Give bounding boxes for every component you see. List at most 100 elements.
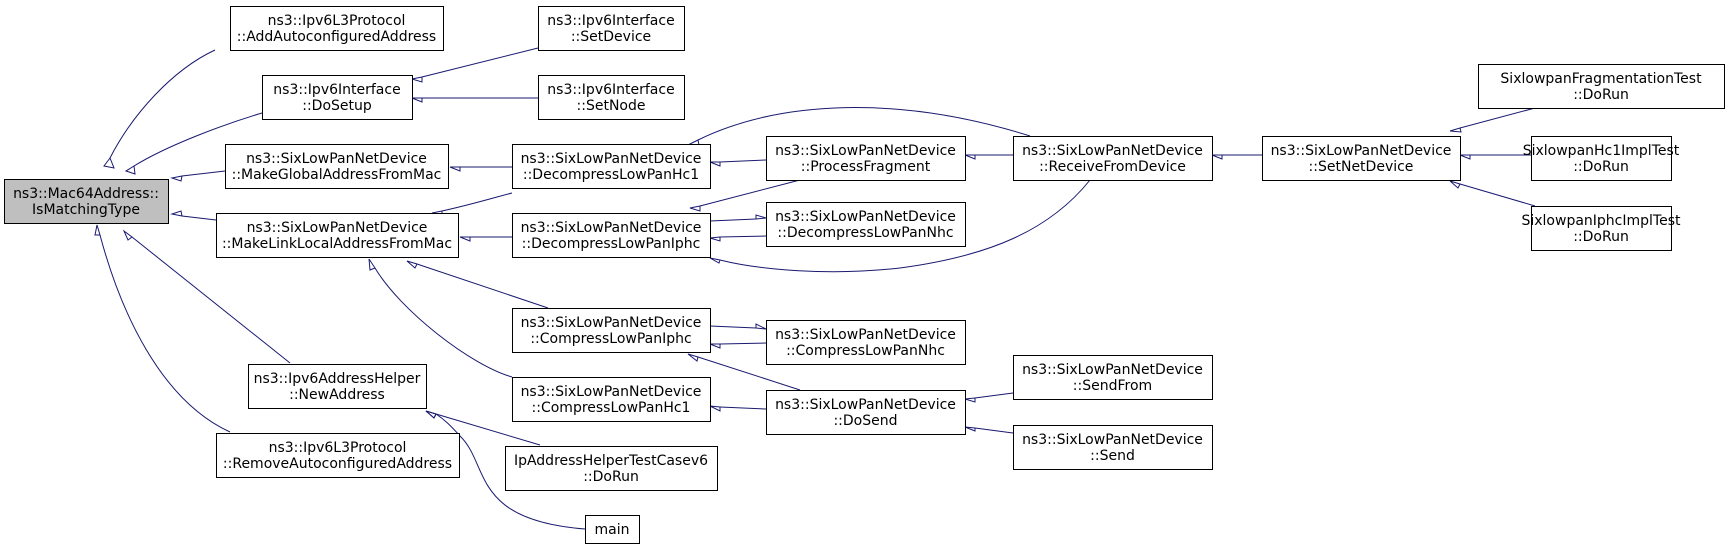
node-label-line: ::DoRun — [1573, 229, 1629, 245]
edge-line — [109, 49, 216, 159]
edge-arrowhead — [709, 161, 721, 167]
call-edge — [170, 210, 217, 221]
node-label-line: ns3::Mac64Address:: — [13, 186, 159, 202]
edge-line — [1459, 183, 1536, 207]
node-compnhc[interactable]: ns3::SixLowPanNetDevice::CompressLowPanN… — [766, 320, 966, 365]
node-label-line: ns3::SixLowPanNetDevice — [521, 384, 702, 400]
edge-arrowhead — [1211, 154, 1223, 160]
node-label-line: ns3::Ipv6L3Protocol — [269, 440, 407, 456]
node-root[interactable]: ns3::Mac64Address::IsMatchingType — [4, 179, 169, 224]
call-edge — [709, 159, 767, 167]
edge-line — [699, 179, 801, 207]
call-edge — [689, 179, 801, 212]
edge-arrowhead — [449, 166, 461, 172]
call-edge — [170, 170, 226, 182]
node-box — [1531, 136, 1672, 181]
node-label-line: SixlowpanHc1ImplTest — [1523, 143, 1680, 159]
node-label-line: ::DecompressLowPanHc1 — [523, 167, 699, 183]
edge-arrowhead — [103, 156, 115, 169]
node-setdevice[interactable]: ns3::Ipv6Interface::SetDevice — [538, 6, 685, 51]
node-setnetdev[interactable]: ns3::SixLowPanNetDevice::SetNetDevice — [1262, 136, 1461, 181]
node-box — [766, 390, 966, 435]
edge-line — [435, 413, 541, 446]
node-label-line: ns3::SixLowPanNetDevice — [775, 327, 956, 343]
node-label-line: ns3::SixLowPanNetDevice — [1022, 362, 1203, 378]
node-hc1test[interactable]: SixlowpanHc1ImplTest::DoRun — [1523, 136, 1680, 181]
node-label-line: ::DecompressLowPanNhc — [777, 225, 953, 241]
node-label-line: ns3::SixLowPanNetDevice — [246, 151, 427, 167]
node-compiphc[interactable]: ns3::SixLowPanNetDevice::CompressLowPanI… — [512, 308, 711, 353]
edge-arrowhead — [170, 210, 183, 217]
node-procfrag[interactable]: ns3::SixLowPanNetDevice::ProcessFragment — [766, 136, 966, 181]
node-label-line: ns3::SixLowPanNetDevice — [1022, 143, 1203, 159]
node-label-line: ::DecompressLowPanIphc — [522, 236, 701, 252]
node-box — [248, 364, 427, 409]
node-newaddress[interactable]: ns3::Ipv6AddressHelper::NewAddress — [248, 364, 427, 409]
node-label-line: main — [595, 522, 630, 538]
node-decnhc[interactable]: ns3::SixLowPanNetDevice::DecompressLowPa… — [766, 202, 966, 247]
edge-arrowhead — [755, 323, 767, 330]
node-deciphc[interactable]: ns3::SixLowPanNetDevice::DecompressLowPa… — [512, 213, 711, 258]
call-edge — [709, 235, 767, 242]
edge-arrowhead — [1459, 154, 1471, 160]
call-edge — [411, 47, 539, 83]
node-comphc1[interactable]: ns3::SixLowPanNetDevice::CompressLowPanH… — [512, 377, 711, 422]
edge-arrowhead — [964, 397, 976, 403]
node-box — [262, 75, 413, 120]
node-label-line: SixlowpanIphcImplTest — [1521, 213, 1681, 229]
call-edge — [1449, 180, 1536, 207]
edge-line — [441, 192, 513, 212]
node-iphelpertest[interactable]: IpAddressHelperTestCasev6::DoRun — [505, 446, 718, 491]
node-box — [512, 308, 711, 353]
node-label-line: ns3::Ipv6Interface — [547, 82, 674, 98]
edge-line — [709, 325, 757, 329]
node-recvdev[interactable]: ns3::SixLowPanNetDevice::ReceiveFromDevi… — [1013, 136, 1213, 181]
node-iphctest[interactable]: SixlowpanIphcImplTest::DoRun — [1521, 206, 1681, 251]
call-nodes: ns3::Mac64Address::IsMatchingTypens3::Ip… — [4, 6, 1725, 544]
node-box — [766, 320, 966, 365]
call-edge — [964, 426, 1014, 434]
node-setnode[interactable]: ns3::Ipv6Interface::SetNode — [538, 75, 685, 120]
node-label-line: ::NewAddress — [289, 387, 385, 403]
node-send[interactable]: ns3::SixLowPanNetDevice::Send — [1013, 425, 1213, 470]
edge-line — [719, 235, 767, 238]
node-dechc1[interactable]: ns3::SixLowPanNetDevice::DecompressLowPa… — [512, 144, 711, 189]
node-box — [538, 75, 685, 120]
edge-line — [709, 218, 757, 222]
node-fragtest[interactable]: SixlowpanFragmentationTest::DoRun — [1478, 64, 1725, 109]
edge-arrowhead — [406, 260, 418, 269]
edge-line — [719, 179, 1091, 273]
node-label-line: ns3::SixLowPanNetDevice — [1271, 143, 1452, 159]
node-dosetup[interactable]: ns3::Ipv6Interface::DoSetup — [262, 75, 413, 120]
edge-line — [133, 112, 263, 167]
node-label-line: ::MakeGlobalAddressFromMac — [232, 167, 442, 183]
edge-arrowhead — [1449, 180, 1461, 189]
node-label-line: ns3::SixLowPanNetDevice — [775, 209, 956, 225]
node-box — [216, 213, 459, 258]
call-edge — [1211, 154, 1262, 160]
node-addauto[interactable]: ns3::Ipv6L3Protocol::AddAutoconfiguredAd… — [230, 6, 444, 51]
node-label-line: ::CompressLowPanHc1 — [532, 400, 691, 416]
node-sendfrom[interactable]: ns3::SixLowPanNetDevice::SendFrom — [1013, 355, 1213, 400]
call-edge — [687, 353, 801, 391]
node-box — [1262, 136, 1461, 181]
call-edge — [964, 392, 1014, 403]
call-edge — [1449, 107, 1536, 133]
edge-line — [131, 236, 291, 364]
edge-arrowhead — [94, 224, 101, 236]
node-box — [1013, 136, 1213, 181]
node-main[interactable]: main — [585, 515, 640, 544]
node-dosend[interactable]: ns3::SixLowPanNetDevice::DoSend — [766, 390, 966, 435]
node-box — [1013, 355, 1213, 400]
call-edge — [122, 229, 291, 364]
node-box — [766, 202, 966, 247]
call-edge — [94, 224, 231, 433]
node-makelinklocal[interactable]: ns3::SixLowPanNetDevice::MakeLinkLocalAd… — [216, 213, 459, 258]
edge-arrowhead — [709, 343, 721, 349]
call-edge — [964, 154, 1013, 160]
call-edge — [709, 405, 767, 412]
node-makeglobal[interactable]: ns3::SixLowPanNetDevice::MakeGlobalAddre… — [225, 144, 449, 189]
node-removeauto[interactable]: ns3::Ipv6L3Protocol::RemoveAutoconfigure… — [216, 433, 460, 478]
edge-arrowhead — [425, 410, 437, 419]
